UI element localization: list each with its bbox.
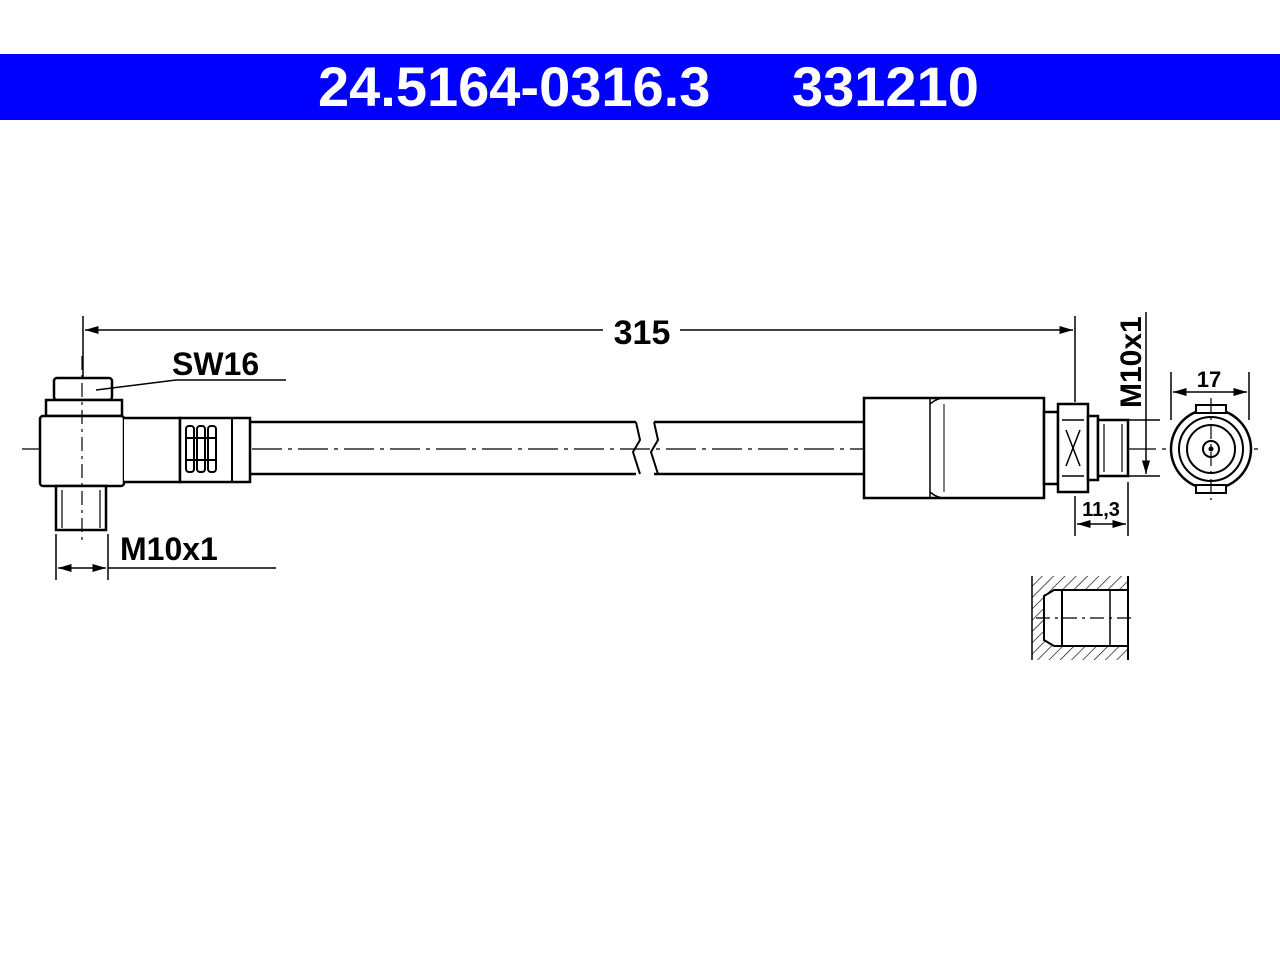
wrench-size-label: SW16	[172, 346, 259, 382]
thread-left-label: M10x1	[120, 531, 218, 567]
banjo-fitting	[38, 356, 252, 540]
thread-right-label: M10x1	[1115, 316, 1148, 408]
crimp-sleeve	[862, 396, 1046, 500]
thread-right-dimension: M10x1	[1115, 312, 1160, 477]
part-number-alt: 331210	[792, 55, 979, 118]
thread-length-dimension: 11,3	[1074, 482, 1129, 536]
thread-left-dimension: M10x1	[55, 531, 276, 580]
nut-width-label: 17	[1197, 367, 1221, 392]
hose	[250, 420, 864, 476]
end-view: 17	[1169, 367, 1253, 500]
part-number-ate: 24.5164-0316.3	[318, 55, 711, 118]
length-dimension: 315	[82, 314, 1076, 402]
male-fitting	[1042, 402, 1130, 494]
header-band	[0, 54, 1280, 120]
length-label: 315	[614, 314, 671, 352]
thread-length-label: 11,3	[1082, 499, 1120, 521]
wrench-size-callout: SW16	[95, 346, 286, 391]
port-section-view	[1031, 576, 1134, 660]
